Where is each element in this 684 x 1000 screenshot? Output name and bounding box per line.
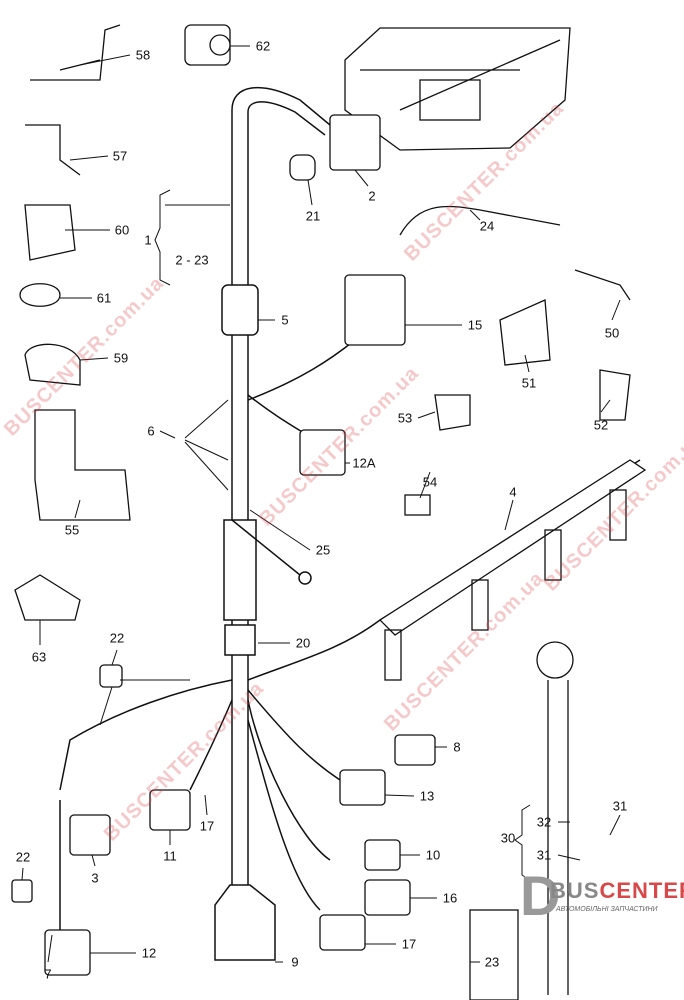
callout-23: 23 bbox=[484, 954, 500, 970]
callout-31: 31 bbox=[612, 798, 628, 814]
callout-53: 53 bbox=[397, 410, 413, 426]
brackets bbox=[14, 24, 631, 621]
logo-suffix: CENTER bbox=[599, 878, 684, 903]
gasket-23 bbox=[469, 909, 519, 1000]
logo-prefix: BUS bbox=[550, 878, 600, 903]
callout-11: 11 bbox=[163, 848, 177, 864]
callout-22: 22 bbox=[15, 849, 31, 865]
callout-1: 1 bbox=[144, 232, 152, 248]
callout-22: 22 bbox=[109, 630, 125, 646]
callout-7: 7 bbox=[44, 966, 52, 982]
connector-15 bbox=[344, 274, 406, 346]
callout-62: 62 bbox=[255, 38, 271, 54]
callout-13: 13 bbox=[419, 788, 435, 804]
callout-2: 2 bbox=[368, 188, 376, 204]
callout-21: 21 bbox=[305, 208, 321, 224]
callout-30: 30 bbox=[500, 830, 516, 846]
callout-59: 59 bbox=[113, 350, 129, 366]
callout-17: 17 bbox=[401, 936, 417, 952]
callout-16: 16 bbox=[442, 890, 458, 906]
main-harness bbox=[59, 86, 641, 961]
callout-12: 12 bbox=[141, 945, 157, 961]
callout-4: 4 bbox=[509, 484, 517, 500]
callout-32: 32 bbox=[536, 814, 552, 830]
callout-6: 6 bbox=[147, 423, 155, 439]
callout-5: 5 bbox=[281, 312, 289, 328]
callout-61: 61 bbox=[96, 290, 112, 306]
callout-63: 63 bbox=[31, 649, 47, 665]
callout-20: 20 bbox=[295, 635, 311, 651]
callout-8: 8 bbox=[453, 739, 461, 755]
leader-lines bbox=[21, 45, 621, 963]
connector-12a bbox=[299, 429, 346, 476]
callout-12a: 12A bbox=[352, 455, 376, 471]
bracket-24 bbox=[399, 205, 561, 236]
callout-55: 55 bbox=[64, 522, 80, 538]
connector-2 bbox=[329, 114, 381, 171]
callout-3: 3 bbox=[91, 870, 99, 886]
callout-9: 9 bbox=[291, 954, 299, 970]
callout-52: 52 bbox=[593, 417, 609, 433]
callout-25: 25 bbox=[315, 542, 331, 558]
logo-tagline: АВТОМОБІЛЬНІ ЗАПЧАСТИНИ bbox=[556, 906, 658, 913]
callout-2-23: 2 - 23 bbox=[175, 252, 209, 268]
callout-60: 60 bbox=[114, 222, 130, 238]
callout-58: 58 bbox=[135, 47, 151, 63]
callout-15: 15 bbox=[467, 317, 483, 333]
callout-54: 54 bbox=[422, 474, 438, 490]
callout-10: 10 bbox=[425, 847, 441, 863]
buscenter-logo: D BUSCENTER АВТОМОБІЛЬНІ ЗАПЧАСТИНИ bbox=[520, 868, 684, 928]
callout-51: 51 bbox=[521, 375, 537, 391]
callout-31: 31 bbox=[536, 847, 552, 863]
callout-24: 24 bbox=[479, 218, 495, 234]
callout-50: 50 bbox=[604, 325, 620, 341]
callout-57: 57 bbox=[112, 148, 128, 164]
injector-harness-4 bbox=[378, 459, 647, 681]
callout-17: 17 bbox=[199, 818, 215, 834]
small-connectors bbox=[11, 24, 436, 976]
harness-30 bbox=[536, 641, 574, 995]
